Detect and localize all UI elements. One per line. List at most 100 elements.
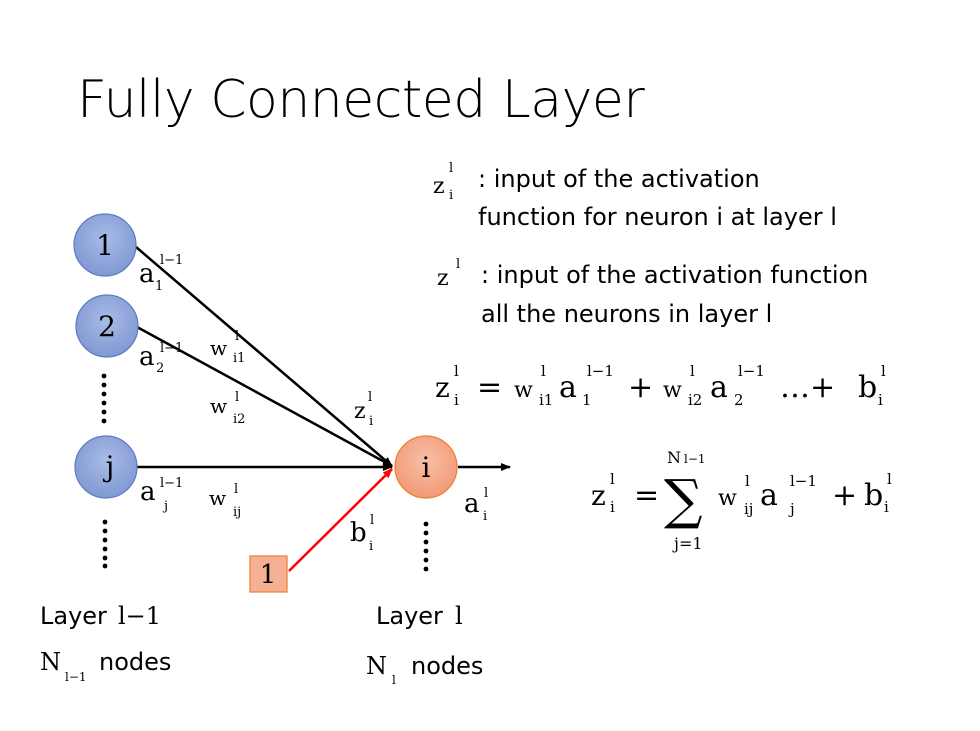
svg-text:=: = bbox=[477, 370, 502, 405]
svg-text:z: z bbox=[591, 479, 606, 512]
svg-text:l: l bbox=[881, 362, 886, 380]
caption-layer-l-minus-1: Layer l−1 bbox=[40, 602, 161, 630]
svg-text:l−1: l−1 bbox=[160, 253, 183, 268]
svg-text:1: 1 bbox=[582, 391, 592, 409]
definition-zi-symbol: z l i bbox=[433, 161, 453, 203]
svg-text:l−1: l−1 bbox=[587, 362, 614, 380]
svg-text:nodes: nodes bbox=[411, 652, 483, 680]
svg-text:l: l bbox=[484, 486, 488, 501]
svg-text:i: i bbox=[483, 509, 487, 524]
svg-text:i2: i2 bbox=[688, 391, 702, 409]
output-node-i-label: i bbox=[422, 451, 431, 484]
bias-edge bbox=[288, 468, 393, 572]
caption-nodes-l: N l nodes bbox=[366, 652, 483, 687]
svg-text:l: l bbox=[690, 362, 695, 380]
svg-text:i: i bbox=[610, 498, 615, 516]
definition-zi: z l i : input of the activation function… bbox=[433, 161, 837, 231]
activation-aj: a l−1 j bbox=[140, 476, 183, 514]
svg-text:l: l bbox=[392, 673, 396, 687]
input-node-2-label: 2 bbox=[98, 310, 116, 343]
definition-z-line1: : input of the activation function bbox=[481, 261, 868, 289]
svg-text:l: l bbox=[370, 513, 374, 528]
svg-text:N: N bbox=[667, 448, 681, 467]
svg-text:ij: ij bbox=[233, 505, 241, 520]
weight-wi1: w l i1 bbox=[210, 329, 245, 366]
output-node-i: i bbox=[394, 435, 458, 499]
svg-text:l: l bbox=[235, 329, 239, 344]
svg-text:b: b bbox=[858, 370, 877, 405]
input-node-j-label: j bbox=[103, 450, 115, 483]
svg-text:l: l bbox=[449, 161, 453, 176]
svg-text:l: l bbox=[454, 362, 459, 380]
definition-z: z l : input of the activation function a… bbox=[437, 257, 868, 328]
svg-text:l: l bbox=[368, 390, 372, 405]
svg-text:i: i bbox=[884, 498, 889, 516]
svg-text:w: w bbox=[514, 378, 533, 403]
definition-zi-line2: function for neuron i at layer l bbox=[478, 203, 837, 231]
definition-z-line2: all the neurons in layer l bbox=[481, 300, 772, 328]
svg-text:l−1: l−1 bbox=[738, 362, 765, 380]
weight-wi2: w l i2 bbox=[210, 390, 245, 427]
svg-text:+: + bbox=[628, 370, 653, 405]
svg-text:a: a bbox=[760, 478, 778, 513]
svg-text:j: j bbox=[162, 499, 168, 514]
svg-text:j=1: j=1 bbox=[672, 534, 703, 553]
edge-1-to-i bbox=[135, 246, 393, 467]
edge-2-to-i bbox=[136, 325, 393, 468]
svg-text:i1: i1 bbox=[539, 391, 553, 409]
activation-a1: a l−1 1 bbox=[139, 253, 183, 294]
sigma-symbol: ∑ bbox=[664, 468, 703, 531]
equation-expanded: z l i = w l i1 a l−1 1 + w l i2 a l−1 2 … bbox=[435, 362, 886, 409]
ellipsis-dots-input-lower bbox=[102, 519, 108, 569]
svg-text:i2: i2 bbox=[233, 412, 245, 427]
svg-text:l−1: l−1 bbox=[160, 476, 183, 491]
svg-text:z: z bbox=[433, 174, 445, 199]
svg-text:z: z bbox=[437, 266, 449, 291]
svg-text:w: w bbox=[209, 486, 226, 510]
svg-text:l: l bbox=[745, 472, 750, 490]
svg-text:l: l bbox=[541, 362, 546, 380]
input-node-j: j bbox=[74, 435, 138, 499]
svg-text:+: + bbox=[832, 478, 857, 513]
bias-node-label: 1 bbox=[260, 560, 277, 590]
svg-text:1: 1 bbox=[155, 279, 163, 294]
caption-layer-l: Layer l bbox=[376, 602, 463, 630]
svg-text:i: i bbox=[449, 188, 453, 203]
svg-text:l: l bbox=[235, 390, 239, 405]
svg-text:Layer: Layer bbox=[40, 602, 107, 630]
weight-wij: w l ij bbox=[209, 482, 241, 520]
svg-text:Layer: Layer bbox=[376, 602, 443, 630]
svg-text:a: a bbox=[140, 477, 156, 507]
svg-text:w: w bbox=[718, 486, 737, 511]
bias-label: b l i bbox=[350, 513, 374, 554]
svg-text:i1: i1 bbox=[233, 351, 245, 366]
input-node-1: 1 bbox=[73, 213, 137, 277]
svg-text:w: w bbox=[663, 378, 682, 403]
svg-text:a: a bbox=[710, 370, 728, 405]
svg-text:i: i bbox=[878, 391, 883, 409]
svg-text:z: z bbox=[435, 371, 450, 404]
svg-text:l−1: l−1 bbox=[684, 452, 706, 466]
definition-z-symbol: z l bbox=[437, 257, 460, 291]
svg-text:a: a bbox=[139, 259, 155, 289]
svg-text:b: b bbox=[864, 478, 883, 513]
svg-text:j: j bbox=[788, 500, 795, 518]
svg-text:w: w bbox=[210, 336, 227, 360]
svg-text:w: w bbox=[210, 394, 227, 418]
svg-text:l−1: l−1 bbox=[790, 472, 817, 490]
svg-text:a: a bbox=[464, 489, 480, 519]
svg-text:2: 2 bbox=[734, 391, 744, 409]
svg-text:l−1: l−1 bbox=[118, 602, 161, 630]
svg-text:l: l bbox=[610, 470, 615, 488]
activation-a2: a l−1 2 bbox=[139, 341, 183, 376]
ellipsis-dots-output bbox=[423, 521, 429, 572]
svg-text:N: N bbox=[40, 648, 61, 676]
bias-node: 1 bbox=[249, 555, 288, 593]
slide-title: Fully Connected Layer bbox=[77, 70, 645, 130]
caption-nodes-l-minus-1: N l−1 nodes bbox=[40, 648, 171, 684]
input-node-2: 2 bbox=[75, 294, 139, 358]
svg-text:l: l bbox=[887, 470, 892, 488]
svg-text:2: 2 bbox=[156, 361, 164, 376]
svg-text:a: a bbox=[559, 370, 577, 405]
